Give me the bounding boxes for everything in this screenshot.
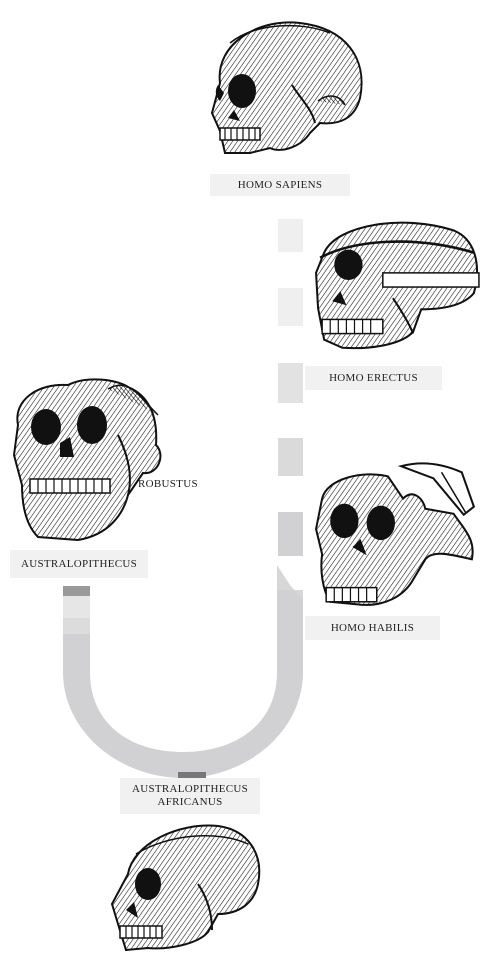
label-africanus-line2: AFRICANUS (157, 796, 222, 809)
homo-segment-2 (278, 288, 303, 326)
australopithecus-africanus-skull (108, 814, 268, 954)
label-homo-erectus: HOMO ERECTUS (305, 366, 442, 390)
homo-sapiens-skull (200, 12, 370, 164)
homo-segment-5 (278, 512, 303, 556)
homo-segment-4 (278, 438, 303, 476)
label-homo-habilis: HOMO HABILIS (305, 616, 440, 640)
label-africanus-line1: AUSTRALOPITHECUS (132, 783, 248, 796)
australopithecus-robustus-skull (8, 374, 168, 546)
homo-erectus-skull (312, 212, 484, 354)
robustus-branch-stripe-2 (63, 618, 90, 634)
robustus-branch-top (63, 586, 90, 596)
robustus-branch-stripe (63, 596, 90, 618)
homo-segment-3 (278, 363, 303, 403)
main-trunk-u (63, 590, 303, 778)
label-australopithecus: AUSTRALOPITHECUS (10, 550, 148, 578)
label-homo-sapiens: HOMO SAPIENS (210, 174, 350, 196)
homo-segment-1 (278, 219, 303, 252)
homo-habilis-skull (312, 458, 484, 610)
label-australopithecus-africanus: AUSTRALOPITHECUS AFRICANUS (120, 778, 260, 814)
